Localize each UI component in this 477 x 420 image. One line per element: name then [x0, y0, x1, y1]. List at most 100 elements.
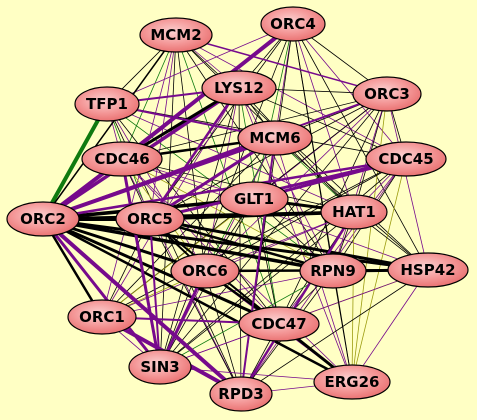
- edge-orc4-tfp1: [106, 23, 294, 105]
- node-label: LYS12: [214, 79, 264, 97]
- edge-orc2-rpn9: [41, 217, 335, 273]
- node-label: ORC2: [20, 210, 66, 228]
- edge-glt1-orc1: [101, 198, 255, 318]
- node-cdc46[interactable]: CDC46: [81, 141, 163, 177]
- node-label: MCM2: [150, 26, 201, 44]
- edge-mcm2-cdc46: [121, 34, 177, 160]
- node-shape: [260, 6, 326, 42]
- node-sin3[interactable]: SIN3: [128, 349, 192, 385]
- edge-orc2-tfp1: [41, 102, 109, 221]
- node-label: RPN9: [310, 262, 356, 280]
- node-label: CDC47: [251, 315, 306, 333]
- edge-sin3-orc5: [149, 218, 161, 368]
- node-hat1[interactable]: HAT1: [320, 194, 388, 230]
- edge-orc2-mcm2: [42, 34, 177, 220]
- node-mcm2[interactable]: MCM2: [139, 17, 213, 53]
- edge-tfp1-hat1: [106, 103, 355, 213]
- edge-rpn9-erg26: [332, 270, 353, 383]
- node-shape: [237, 120, 313, 156]
- node-label: CDC45: [378, 150, 433, 168]
- node-shape: [201, 70, 277, 106]
- node-lys12[interactable]: LYS12: [201, 70, 277, 106]
- edge-orc2-cdc47: [41, 217, 281, 326]
- edge-orc3-erg26: [351, 93, 388, 383]
- edge-tfp1-rpn9: [106, 103, 334, 272]
- node-label: ORC3: [364, 85, 410, 103]
- node-orc5[interactable]: ORC5: [115, 201, 185, 237]
- node-erg26[interactable]: ERG26: [313, 364, 391, 400]
- edge-tfp1-orc6: [106, 103, 206, 272]
- edge-orc5-rpd3: [149, 218, 242, 395]
- edge-mcm2-cdc47: [175, 34, 280, 325]
- edge-orc6-rpd3: [204, 270, 242, 395]
- node-shape: [209, 376, 273, 412]
- node-orc3[interactable]: ORC3: [352, 76, 422, 112]
- edge-orc3-orc5: [149, 93, 388, 220]
- edge-orc2-orc3: [42, 93, 388, 220]
- edge-orc4-glt1: [253, 23, 294, 200]
- edge-orc2-sin3: [41, 217, 162, 369]
- node-tfp1[interactable]: TFP1: [74, 86, 140, 122]
- node-shape: [387, 252, 469, 288]
- edge-rpn9-orc1: [101, 270, 334, 318]
- node-label: ORC5: [127, 210, 173, 228]
- node-glt1[interactable]: GLT1: [219, 181, 289, 217]
- edge-orc5-lys12: [148, 86, 241, 221]
- edge-orc3-orc6: [204, 93, 388, 272]
- edge-hsp42-rpd3: [240, 269, 429, 395]
- edge-hat1-sin3: [159, 211, 355, 368]
- node-label: ORC6: [182, 262, 228, 280]
- edge-orc2-rpd3: [41, 217, 243, 396]
- node-label: TFP1: [86, 95, 128, 113]
- node-orc4[interactable]: ORC4: [260, 6, 326, 42]
- node-cdc47[interactable]: CDC47: [238, 306, 320, 342]
- edge-orc4-hsp42: [292, 23, 429, 271]
- node-shape: [320, 194, 388, 230]
- edge-orc2-cdc45: [41, 157, 408, 221]
- node-cdc45[interactable]: CDC45: [365, 141, 447, 177]
- node-label: RPD3: [218, 385, 263, 403]
- edge-mcm2-cdc45: [175, 34, 407, 160]
- node-shape: [219, 181, 289, 217]
- node-shape: [6, 201, 80, 237]
- node-shape: [67, 299, 137, 335]
- node-mcm6[interactable]: MCM6: [237, 120, 313, 156]
- node-label: ORC4: [270, 15, 316, 33]
- edge-hsp42-erg26: [351, 269, 429, 383]
- node-shape: [299, 253, 367, 289]
- node-shape: [128, 349, 192, 385]
- node-shape: [313, 364, 391, 400]
- node-label: ERG26: [325, 373, 380, 391]
- node-label: MCM6: [249, 129, 300, 147]
- node-shape: [365, 141, 447, 177]
- node-orc1[interactable]: ORC1: [67, 299, 137, 335]
- node-rpd3[interactable]: RPD3: [209, 376, 273, 412]
- node-label: SIN3: [140, 358, 179, 376]
- edge-rpd3-mcm6: [240, 137, 276, 395]
- node-rpn9[interactable]: RPN9: [299, 253, 367, 289]
- edge-mcm2-sin3: [159, 34, 177, 368]
- edge-orc3-hsp42: [386, 93, 429, 271]
- edge-rpd3-hat1: [239, 210, 356, 396]
- edge-orc4-cdc45: [292, 23, 407, 160]
- node-label: HAT1: [332, 203, 376, 221]
- node-orc2[interactable]: ORC2: [6, 201, 80, 237]
- node-orc6[interactable]: ORC6: [170, 253, 240, 289]
- edge-sin3-cdc46: [120, 157, 162, 369]
- edge-mcm2-orc6: [175, 34, 206, 272]
- node-hsp42[interactable]: HSP42: [387, 252, 469, 288]
- node-shape: [74, 86, 140, 122]
- edge-orc2-erg26: [41, 217, 354, 384]
- node-label: CDC46: [94, 150, 149, 168]
- node-label: GLT1: [234, 190, 274, 208]
- node-shape: [81, 141, 163, 177]
- edge-orc5-rpn9: [148, 217, 335, 273]
- node-shape: [115, 201, 185, 237]
- node-shape: [238, 306, 320, 342]
- node-shape: [352, 76, 422, 112]
- node-label: HSP42: [400, 261, 455, 279]
- node-shape: [139, 17, 213, 53]
